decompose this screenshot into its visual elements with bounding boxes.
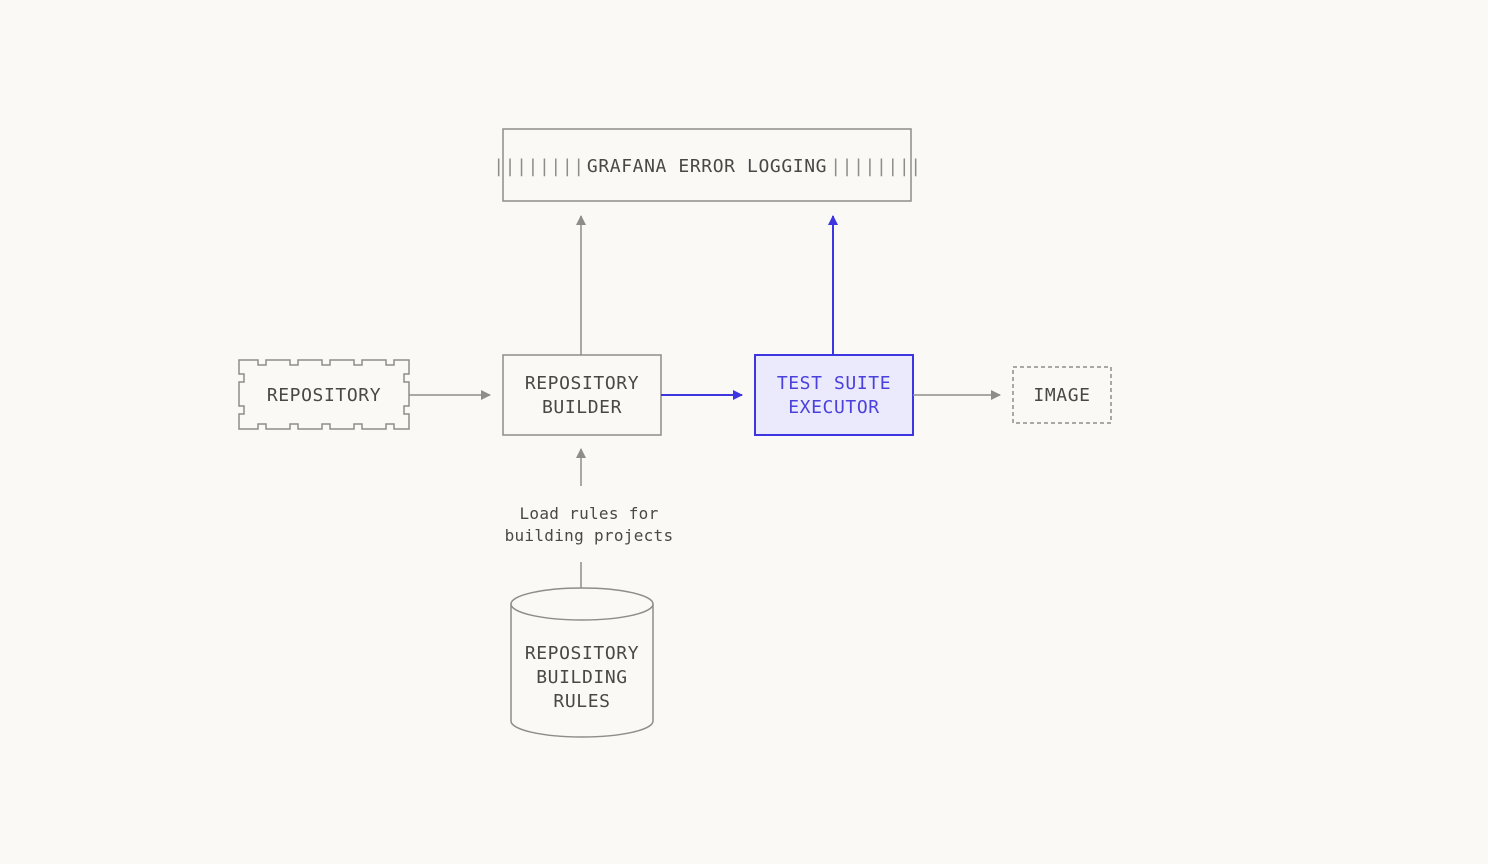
rules-node-label-line3: RULES [553,691,610,712]
rules-node-label-line2: BUILDING [536,667,628,688]
executor-node-label-line1: TEST SUITE [777,373,891,394]
repository-node-outline [238,359,410,430]
test-suite-executor-node[interactable]: TEST SUITE EXECUTOR [754,354,914,436]
rules-node-label-line1: REPOSITORY [525,643,639,664]
image-node-label: IMAGE [1033,385,1090,406]
executor-node-label-line2: EXECUTOR [788,397,880,418]
edge-label-line1: Load rules for [519,504,658,523]
logging-decoration-right: |||||||| [830,156,922,177]
repository-builder-node[interactable]: REPOSITORY BUILDER [502,354,662,436]
repository-node[interactable]: REPOSITORY [238,359,410,430]
logging-decoration-left: |||||||| [493,156,585,177]
edge-rules-to-builder-label: Load rules for building projects [505,504,674,545]
repository-node-label: REPOSITORY [267,385,381,406]
builder-node-label-line1: REPOSITORY [525,373,639,394]
repository-building-rules-node[interactable]: REPOSITORY BUILDING RULES [510,587,654,738]
logging-node-label: GRAFANA ERROR LOGGING [587,156,827,177]
builder-node-label-line2: BUILDER [542,397,622,418]
image-node[interactable]: IMAGE [1012,366,1112,424]
edge-label-line2: building projects [505,526,674,545]
grafana-error-logging-node[interactable]: |||||||| GRAFANA ERROR LOGGING |||||||| [493,128,922,202]
rules-cylinder-body [510,604,654,738]
rules-cylinder-top [510,587,654,621]
